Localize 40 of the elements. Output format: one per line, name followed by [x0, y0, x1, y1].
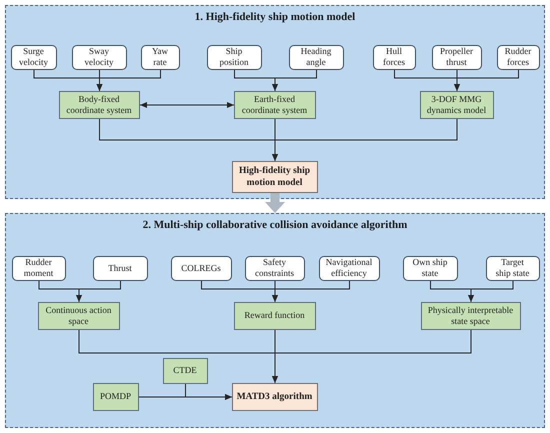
input-box: Ship position: [206, 44, 262, 70]
input-box: Navigational efficiency: [318, 256, 380, 280]
input-box: Own ship state: [402, 256, 458, 280]
dashed-panel: [5, 5, 545, 199]
dashed-panel: [5, 213, 545, 428]
process-box: Earth-fixed coordinate system: [234, 90, 316, 118]
input-box: Rudder moment: [12, 256, 66, 280]
arrow: [468, 280, 514, 302]
panel-title: 2. Multi-ship collaborative collision avoidance algorithm: [142, 218, 408, 232]
process-box: CTDE: [162, 358, 208, 384]
input-box: Surge velocity: [10, 44, 56, 70]
output-box: High-fidelity ship motion model: [232, 160, 318, 192]
block-arrow: [265, 193, 285, 213]
process-box: 3-DOF MMG dynamics model: [420, 90, 494, 118]
arrow: [96, 70, 161, 92]
arrow: [272, 280, 350, 302]
arrow: [76, 280, 121, 302]
arrow: [454, 70, 519, 92]
input-box: Thrust: [92, 256, 148, 280]
double-arrow: [140, 102, 234, 108]
process-box: Body-fixed coordinate system: [58, 90, 140, 118]
output-box: MATD3 algorithm: [232, 382, 318, 410]
input-box: Target ship state: [486, 256, 540, 280]
input-box: Rudder forces: [496, 44, 540, 70]
arrow: [138, 394, 232, 400]
input-box: COLREGs: [170, 256, 232, 280]
arrow: [272, 330, 472, 384]
arrow: [272, 118, 458, 162]
process-box: POMDP: [92, 382, 138, 410]
input-box: Sway velocity: [72, 44, 126, 70]
input-box: Safety constraints: [244, 256, 304, 280]
process-box: Continuous action space: [38, 302, 120, 330]
process-box: Physically interpretable state space: [420, 302, 520, 330]
input-box: Hull forces: [372, 44, 416, 70]
arrow: [272, 70, 317, 92]
process-box: Reward function: [234, 302, 316, 330]
panel-title: 1. High-fidelity ship motion model: [194, 10, 356, 24]
input-box: Propeller thrust: [432, 44, 482, 70]
input-box: Yaw rate: [140, 44, 180, 70]
input-box: Heading angle: [288, 44, 344, 70]
